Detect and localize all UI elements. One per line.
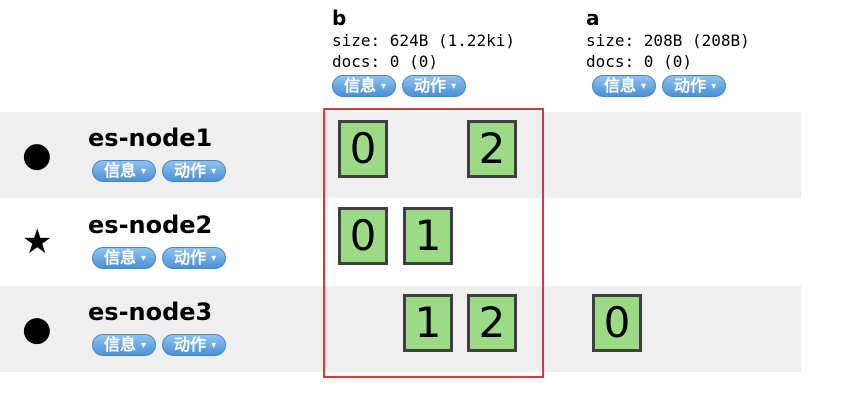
node2-info-button[interactable]: 信息▾: [92, 247, 157, 269]
node-row-es-node2: ★ es-node2 信息▾动作▾: [0, 199, 801, 285]
star-icon: ★: [22, 222, 53, 262]
caret-down-icon: ▾: [141, 253, 147, 264]
index-size: size: 624B (1.22ki): [332, 31, 516, 50]
index-a-info-button[interactable]: 信息▾: [592, 75, 657, 97]
caret-down-icon: ▾: [711, 81, 717, 92]
index-header-b: b size: 624B (1.22ki) docs: 0 (0) 信息▾动作▾: [332, 6, 515, 99]
node1-action-button[interactable]: 动作▾: [162, 160, 227, 182]
shard-b-node3-2[interactable]: 2: [467, 294, 517, 352]
circle-icon: ●: [22, 135, 52, 175]
caret-down-icon: ▾: [641, 81, 647, 92]
caret-down-icon: ▾: [381, 81, 387, 92]
caret-down-icon: ▾: [211, 340, 217, 351]
index-docs: docs: 0 (0): [332, 52, 438, 71]
node-row-es-node3: ● es-node3 信息▾动作▾: [0, 286, 801, 372]
shard-b-node3-1[interactable]: 1: [403, 294, 453, 352]
node2-action-button[interactable]: 动作▾: [162, 247, 227, 269]
index-name: b: [332, 6, 347, 30]
node-name: es-node2: [88, 211, 213, 239]
node3-action-button[interactable]: 动作▾: [162, 334, 227, 356]
node3-info-button[interactable]: 信息▾: [92, 334, 157, 356]
caret-down-icon: ▾: [211, 166, 217, 177]
index-size: size: 208B (208B): [586, 31, 750, 50]
index-docs: docs: 0 (0): [586, 52, 692, 71]
caret-down-icon: ▾: [141, 340, 147, 351]
shard-b-node2-0[interactable]: 0: [338, 207, 388, 265]
node-name: es-node1: [88, 124, 213, 152]
shard-a-node3-0[interactable]: 0: [592, 294, 642, 352]
circle-icon: ●: [22, 309, 52, 349]
shard-b-node2-1[interactable]: 1: [403, 207, 453, 265]
caret-down-icon: ▾: [141, 166, 147, 177]
index-name: a: [586, 6, 600, 30]
index-b-action-button[interactable]: 动作▾: [402, 75, 467, 97]
node1-info-button[interactable]: 信息▾: [92, 160, 157, 182]
shard-b-node1-2[interactable]: 2: [467, 120, 517, 178]
caret-down-icon: ▾: [211, 253, 217, 264]
node-name: es-node3: [88, 298, 213, 326]
shard-b-node1-0[interactable]: 0: [338, 120, 388, 178]
node-row-es-node1: ● es-node1 信息▾动作▾: [0, 112, 801, 198]
index-header-a: a size: 208B (208B) docs: 0 (0) 信息▾动作▾: [586, 6, 750, 99]
index-a-action-button[interactable]: 动作▾: [662, 75, 727, 97]
caret-down-icon: ▾: [451, 81, 457, 92]
index-b-info-button[interactable]: 信息▾: [332, 75, 397, 97]
